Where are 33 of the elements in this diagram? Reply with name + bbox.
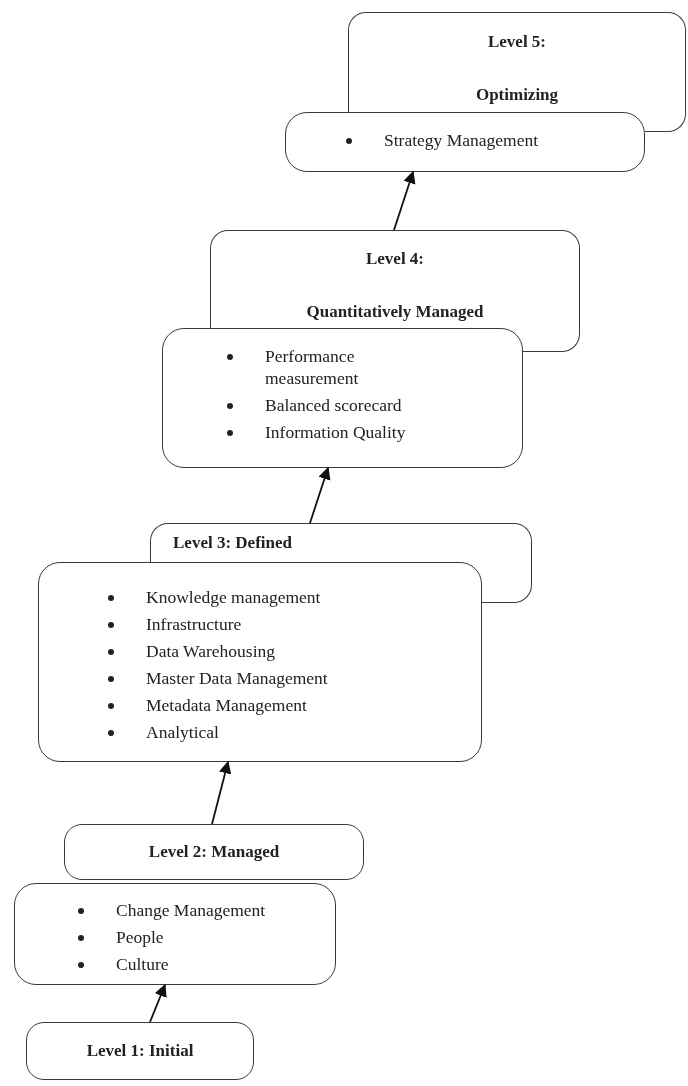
practice-item: Culture: [116, 953, 169, 975]
level-box: [150, 523, 532, 562]
level-box: [348, 12, 686, 112]
arrow: [149, 983, 167, 1023]
practice-item: People: [116, 926, 164, 948]
arrow: [211, 760, 232, 825]
level-title: Level 2: Managed: [148, 841, 280, 863]
practice-item: Knowledge management: [146, 586, 321, 608]
practice-box: [162, 328, 523, 468]
practice-item: Change Management: [116, 899, 266, 921]
level-box: [64, 824, 364, 880]
practice-item: Strategy Management: [384, 129, 539, 151]
arrow: [393, 170, 416, 231]
level-title: Level 4:: [365, 248, 425, 270]
practice-item: Performance measurement: [265, 345, 360, 389]
practice-item: Information Quality: [265, 421, 406, 443]
level-title: Optimizing: [475, 84, 559, 106]
level-title: Level 5:: [487, 31, 547, 53]
practice-box: [285, 112, 645, 172]
practice-item: Data Warehousing: [146, 640, 275, 662]
practice-item: Master Data Management: [146, 667, 328, 689]
level-title: Quantitatively Managed: [306, 301, 484, 323]
practice-item: Infrastructure: [146, 613, 242, 635]
level-box: [26, 1022, 254, 1080]
level-title: Level 1: Initial: [86, 1040, 194, 1062]
arrow: [309, 466, 331, 524]
practice-item: Balanced scorecard: [265, 394, 402, 416]
practice-item: Analytical: [146, 721, 219, 743]
practice-box: [38, 562, 482, 762]
level-box: [210, 230, 580, 328]
practice-item: Metadata Management: [146, 694, 307, 716]
level-title: Level 3: Defined: [173, 532, 292, 554]
practice-box: [14, 883, 336, 985]
